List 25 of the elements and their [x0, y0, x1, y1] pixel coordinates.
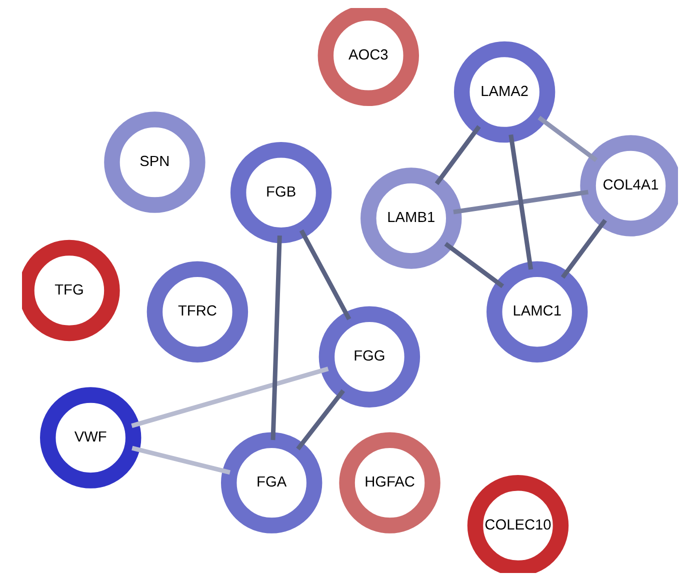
connector: [444, 242, 504, 288]
connector: [296, 389, 345, 450]
connector: [299, 229, 352, 320]
node-circle: LAMC1: [486, 261, 588, 362]
connector: [508, 134, 534, 270]
node-circle: LAMA2: [454, 41, 556, 143]
node-circle: AOC3: [318, 8, 419, 106]
connector: [270, 236, 282, 440]
node-circle: FGB: [230, 142, 332, 244]
connector: [538, 116, 598, 162]
connector: [560, 218, 607, 279]
node-circle: COLEC10: [467, 474, 569, 573]
node-circle: COL4A1: [580, 135, 678, 236]
node-circle: VWF: [40, 387, 142, 488]
node-circle: TFRC: [146, 261, 248, 362]
node-circle: HGFAC: [339, 432, 440, 534]
node-circle: LAMB1: [360, 168, 462, 269]
node-circle: TFG: [22, 240, 120, 342]
node-circle: FGG: [318, 306, 420, 408]
node-circle: FGA: [220, 432, 322, 534]
connector: [434, 125, 481, 186]
connector: [131, 366, 329, 428]
connector: [132, 446, 230, 475]
node-circle: SPN: [104, 112, 206, 213]
connector: [453, 190, 588, 214]
